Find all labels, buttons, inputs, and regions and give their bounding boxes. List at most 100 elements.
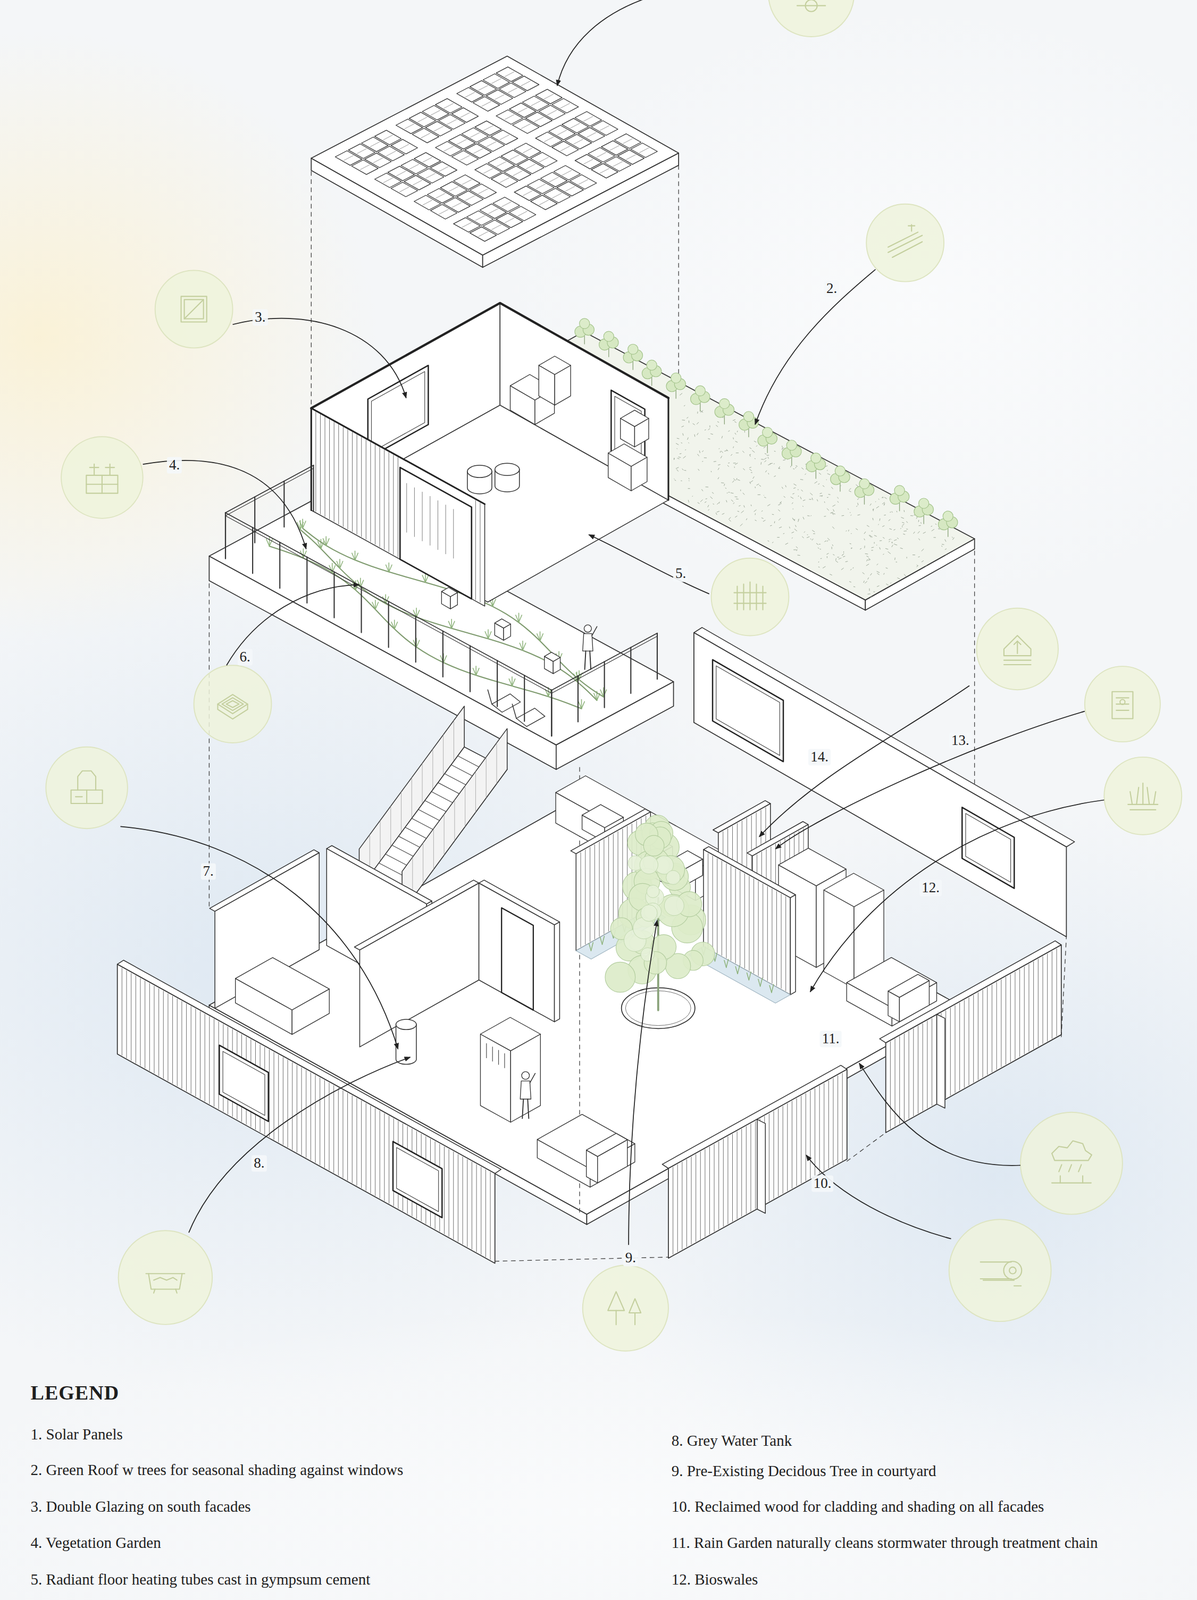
green-roof-texture	[783, 459, 786, 461]
green-roof-texture	[692, 495, 693, 497]
solar-panel-cell	[504, 218, 515, 223]
callout-icon	[181, 296, 207, 322]
callout-icon	[1003, 1261, 1022, 1280]
green-roof-texture	[688, 500, 689, 503]
green-roof-texture	[849, 488, 851, 490]
solar-panel-cell	[499, 177, 510, 183]
green-roof-texture	[917, 531, 920, 534]
solar-panel-cell	[623, 138, 633, 144]
green-roof-texture	[903, 510, 906, 513]
cladding-line	[800, 1095, 802, 1184]
cladding-line	[805, 1093, 807, 1181]
callout-number: 9.	[623, 1250, 639, 1267]
legend-heading: LEGEND	[30, 1381, 120, 1405]
garden-plant	[299, 521, 303, 529]
green-roof-texture	[735, 441, 738, 443]
rail-post	[656, 633, 658, 680]
leader-line	[557, 0, 654, 86]
cladding-line	[785, 896, 786, 992]
cladding-line	[954, 1005, 956, 1093]
bioswale-plant	[714, 952, 717, 961]
cladding-line	[479, 503, 481, 603]
solar-panel-cell	[599, 168, 610, 174]
green-roof-texture	[675, 467, 679, 469]
clad-wall	[668, 1069, 848, 1259]
green-roof-texture	[791, 531, 794, 533]
cladding-line	[996, 982, 998, 1070]
cladding-line	[356, 434, 358, 534]
green-roof-texture	[901, 526, 903, 528]
cladding-line	[608, 836, 609, 932]
person-figure	[522, 1099, 524, 1119]
callout-circle	[711, 558, 790, 636]
green-roof-texture	[710, 471, 712, 473]
rail	[225, 515, 552, 694]
rail-post	[415, 616, 417, 663]
solar-panel-cell	[613, 161, 623, 167]
cladding-line	[356, 1098, 357, 1186]
green-roof-texture	[790, 466, 792, 468]
green-roof-texture	[910, 515, 913, 516]
cladding-line	[977, 992, 979, 1081]
green-roof-texture	[742, 450, 745, 453]
cladding-line	[347, 1093, 348, 1181]
cladding-line	[269, 1049, 270, 1137]
clad-wall	[703, 849, 791, 995]
cladding-line	[899, 1036, 900, 1124]
garden-plant	[339, 561, 343, 569]
legend-item: 5. Radiant floor heating tubes cast in g…	[30, 1570, 371, 1589]
green-roof-texture	[726, 500, 727, 502]
leader-line	[188, 1057, 410, 1233]
green-roof-texture	[676, 469, 679, 472]
garden-plant	[515, 615, 520, 623]
courtyard-tree	[605, 815, 715, 1029]
cladding-line	[809, 1091, 811, 1179]
green-roof-texture	[906, 521, 908, 523]
green-roof-texture	[697, 433, 699, 435]
callout-icon	[75, 796, 83, 798]
green-roof-texture	[800, 497, 802, 500]
upper-room	[311, 303, 669, 607]
green-roof-texture	[837, 497, 839, 499]
bioswale-plant	[724, 960, 727, 968]
callout-icon	[1116, 697, 1129, 699]
green-roof-texture	[890, 511, 891, 513]
green-roof-texture	[900, 548, 903, 549]
green-roof-texture	[793, 483, 797, 486]
green-roof-texture	[763, 446, 766, 448]
cladding-line	[599, 841, 600, 937]
screen-slat	[406, 483, 407, 533]
cladding-line	[471, 1161, 473, 1250]
green-roof-texture	[802, 505, 803, 507]
green-roof-texture	[736, 478, 738, 480]
cladding-line	[589, 847, 591, 942]
green-roof-texture	[819, 492, 822, 494]
green-roof-texture	[921, 549, 924, 552]
solar-panel-cell	[517, 211, 528, 216]
legend-item: 3. Double Glazing on south facades	[30, 1498, 251, 1517]
green-roof-texture	[764, 453, 767, 455]
stair-rail-line	[454, 800, 455, 842]
green-roof-texture	[684, 470, 686, 471]
green-roof-texture	[807, 515, 810, 516]
solar-panel-cell	[460, 112, 471, 118]
green-roof-texture	[713, 503, 715, 505]
green-roof-texture	[876, 571, 880, 573]
green-roof-texture	[705, 486, 709, 488]
green-roof-texture	[828, 494, 831, 496]
green-roof-texture	[807, 534, 809, 535]
solar-panel-cell	[436, 193, 446, 199]
green-roof-texture	[779, 526, 782, 529]
legend-item: 11. Rain Garden naturally cleans stormwa…	[671, 1534, 1099, 1552]
green-roof-texture	[869, 596, 872, 599]
green-roof-texture	[717, 467, 719, 470]
cladding-line	[370, 1106, 371, 1194]
solar-panel	[551, 98, 579, 113]
garden-plant	[425, 575, 429, 583]
green-roof-texture	[789, 526, 791, 529]
green-roof-texture	[761, 510, 763, 512]
green-roof-texture	[802, 516, 805, 520]
roof-tree	[719, 398, 730, 409]
green-roof-texture	[884, 503, 885, 505]
callout-icon	[217, 694, 248, 714]
